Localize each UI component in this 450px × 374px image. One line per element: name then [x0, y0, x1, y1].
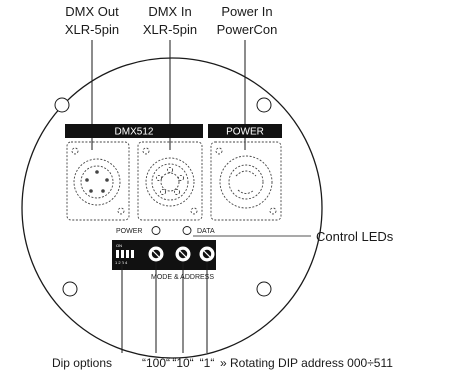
xlr-in-connector-icon: [137, 141, 203, 221]
rotary-dial-icon: [148, 246, 164, 262]
power-band: [208, 124, 282, 138]
xlr-out-connector-icon: [66, 141, 130, 221]
mounting-hole-icon: [256, 97, 272, 113]
dmx-out-label-line1: DMX Out: [65, 4, 119, 19]
power-band-label: POWER: [226, 127, 264, 138]
panel-top-strip: [142, 240, 216, 246]
led-icon: [151, 226, 161, 235]
dmx512-label: DMX512: [115, 127, 154, 138]
power-in-label-line2: PowerCon: [217, 22, 278, 37]
dmx512-band: [65, 124, 203, 138]
led-power-label: POWER: [116, 228, 142, 235]
mounting-hole-icon: [62, 281, 78, 297]
powercon-connector-icon: [210, 141, 282, 221]
svg-text:ON: ON: [116, 243, 122, 248]
rotary-10-label: “10“: [172, 356, 193, 370]
rotary-dial-icon: [199, 246, 215, 262]
led-icon: [182, 226, 192, 235]
rotating-dip-label: » Rotating DIP address 000÷511: [220, 356, 393, 370]
control-leds-label: Control LEDs: [316, 229, 394, 244]
rotary-1-label: “1“: [200, 356, 215, 370]
mounting-hole-icon: [54, 97, 70, 113]
dmx-in-label-line1: DMX In: [148, 4, 191, 19]
rotary-100-label: “100“: [142, 356, 170, 370]
dmx-out-label-line2: XLR-5pin: [65, 22, 119, 37]
dmx-in-label-line2: XLR-5pin: [143, 22, 197, 37]
dip-switch-icon: ON: [116, 243, 134, 258]
mounting-hole-icon: [256, 281, 272, 297]
led-data-label: DATA: [197, 228, 215, 235]
rotary-dial-icon: [175, 246, 191, 262]
dip-options-label: Dip options: [52, 356, 112, 370]
power-in-label-line1: Power In: [221, 4, 272, 19]
